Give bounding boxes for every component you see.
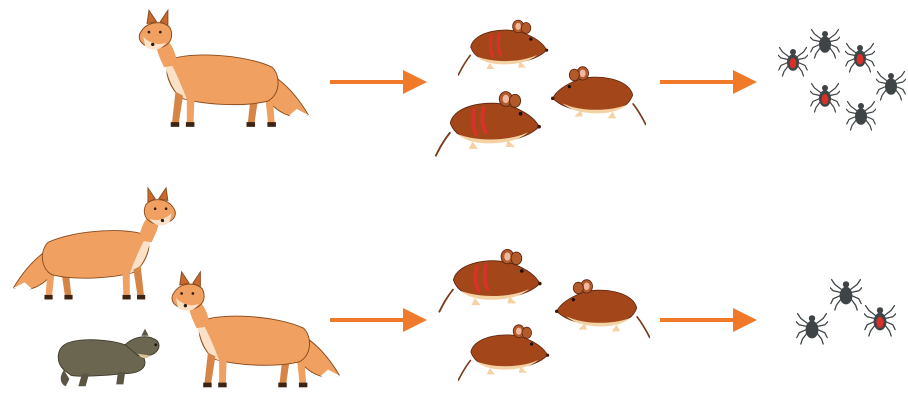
mouse-icon: [458, 325, 549, 381]
row-1-ticks: [778, 30, 906, 131]
tick-icon: [830, 280, 862, 310]
mouse-icon: [458, 20, 548, 75]
tick-icon: [845, 44, 875, 73]
row-2-ticks: [796, 280, 896, 344]
infection-mark: [876, 317, 883, 328]
mouse-icon: [555, 280, 650, 338]
red-fox-icon: [139, 10, 308, 127]
mouse-icon: [436, 92, 541, 157]
tick-icon: [796, 314, 828, 344]
mouse-icon: [439, 249, 542, 312]
row-1-predators: [139, 10, 308, 127]
red-fox-icon: [14, 188, 176, 300]
tick-icon: [810, 30, 840, 59]
row-1: [139, 10, 906, 156]
infection-mark: [857, 54, 864, 65]
tick-icon: [864, 306, 896, 336]
row-1-rodents: [436, 20, 647, 156]
infection-mark: [790, 58, 797, 69]
tick-icon: [846, 102, 876, 131]
pine-marten-icon: [58, 329, 159, 387]
tick-icon: [810, 84, 840, 113]
mouse-icon: [551, 67, 646, 125]
infection-mark: [822, 94, 829, 105]
tick-icon: [778, 48, 808, 77]
tick-icon: [876, 72, 906, 101]
row-2-predators: [14, 188, 340, 387]
row-2: [14, 188, 896, 387]
red-fox-icon: [172, 272, 339, 387]
row-2-rodents: [439, 249, 650, 380]
